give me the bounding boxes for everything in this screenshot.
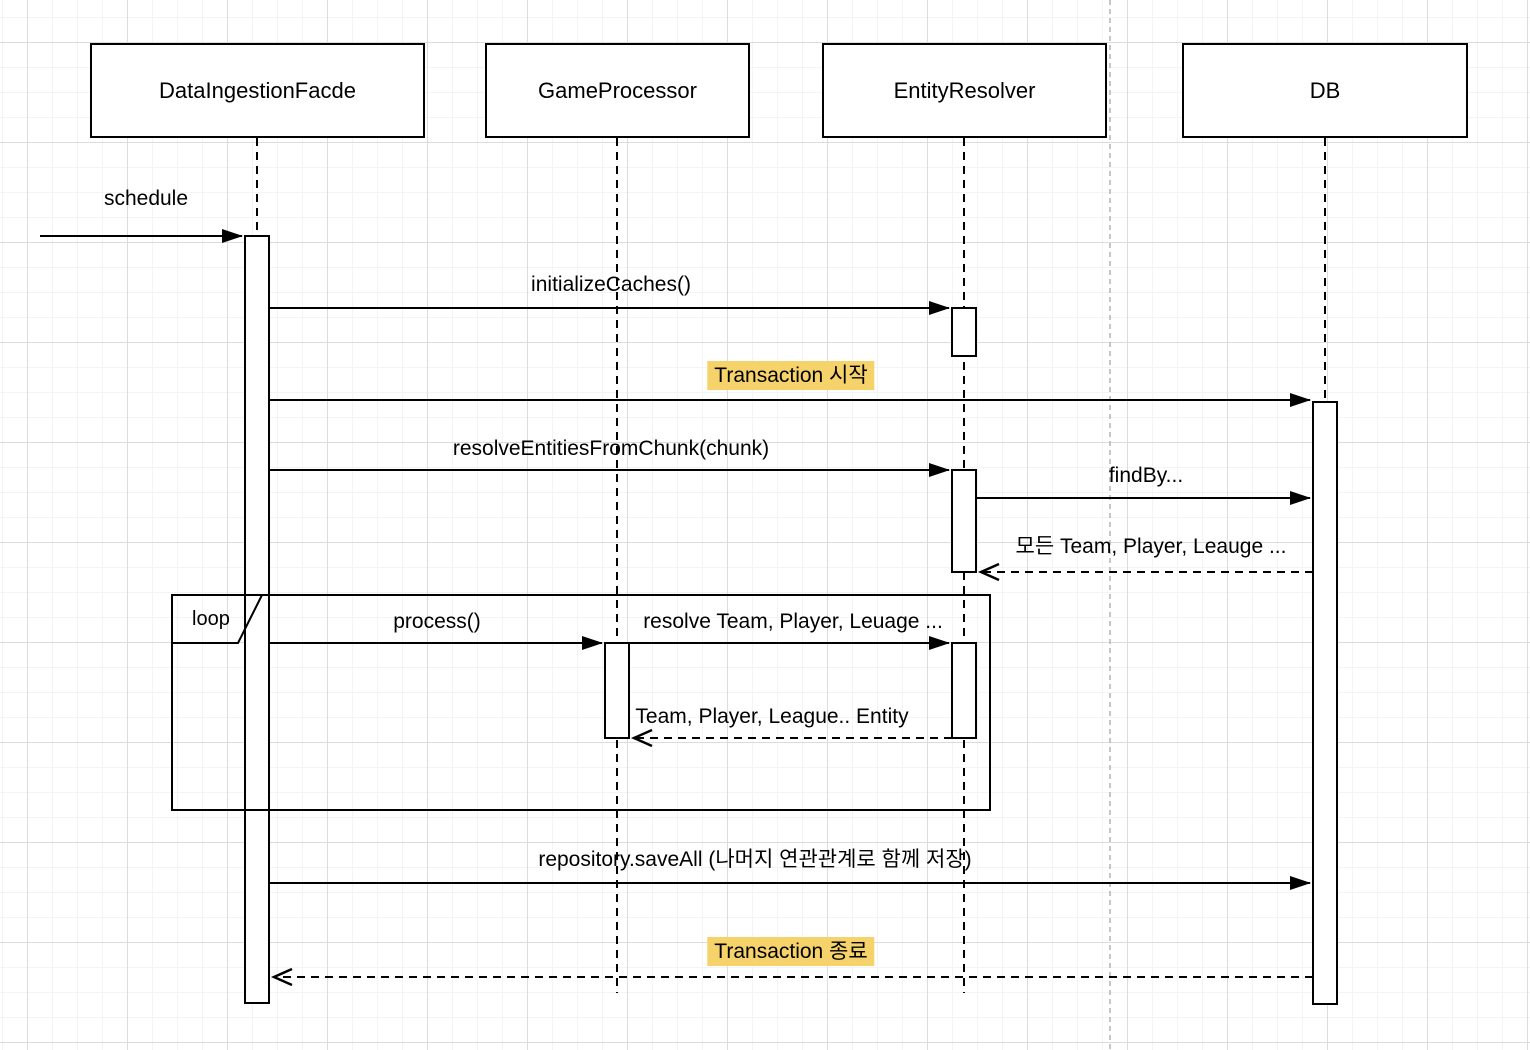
message-label-resolve-team-player-league: resolve Team, Player, Leuage ... <box>643 610 943 633</box>
participant-game-processor: GameProcessor <box>485 43 750 138</box>
participant-data-ingestion-facde: DataIngestionFacde <box>90 43 425 138</box>
participant-entity-resolver: EntityResolver <box>822 43 1107 138</box>
loop-fragment-frame <box>171 594 991 811</box>
participant-label: GameProcessor <box>538 77 697 103</box>
loop-fragment-label-pentagon <box>172 594 263 644</box>
activation-entity-resolver-chunk <box>951 469 977 573</box>
message-label-repository-save-all: repository.saveAll (나머지 연관관계로 함께 저장) <box>538 848 972 871</box>
participant-label: DB <box>1309 77 1341 103</box>
message-label-return-entity: Team, Player, League.. Entity <box>635 705 909 728</box>
message-label-return-all-entities: 모든 Team, Player, Leauge ... <box>1015 535 1287 558</box>
participant-label: DataIngestionFacde <box>159 77 356 103</box>
participant-db: DB <box>1182 43 1468 138</box>
message-label-transaction-start: Transaction 시작 <box>707 361 875 391</box>
message-label-process: process() <box>393 610 481 633</box>
message-label-schedule: schedule <box>103 187 189 210</box>
loop-operator-label: loop <box>192 608 230 630</box>
message-label-transaction-end: Transaction 종료 <box>707 937 875 967</box>
activation-entity-resolver-init <box>951 307 977 357</box>
activation-data-ingestion-facde <box>244 235 270 1004</box>
message-label-initialize-caches: initializeCaches() <box>531 273 691 296</box>
activation-db-transaction <box>1312 401 1338 1005</box>
activation-game-processor <box>604 642 630 739</box>
message-label-find-by: findBy... <box>1108 464 1184 487</box>
participant-label: EntityResolver <box>893 77 1036 103</box>
activation-entity-resolver-loop <box>951 642 977 739</box>
message-label-resolve-entities-from-chunk: resolveEntitiesFromChunk(chunk) <box>452 437 770 460</box>
